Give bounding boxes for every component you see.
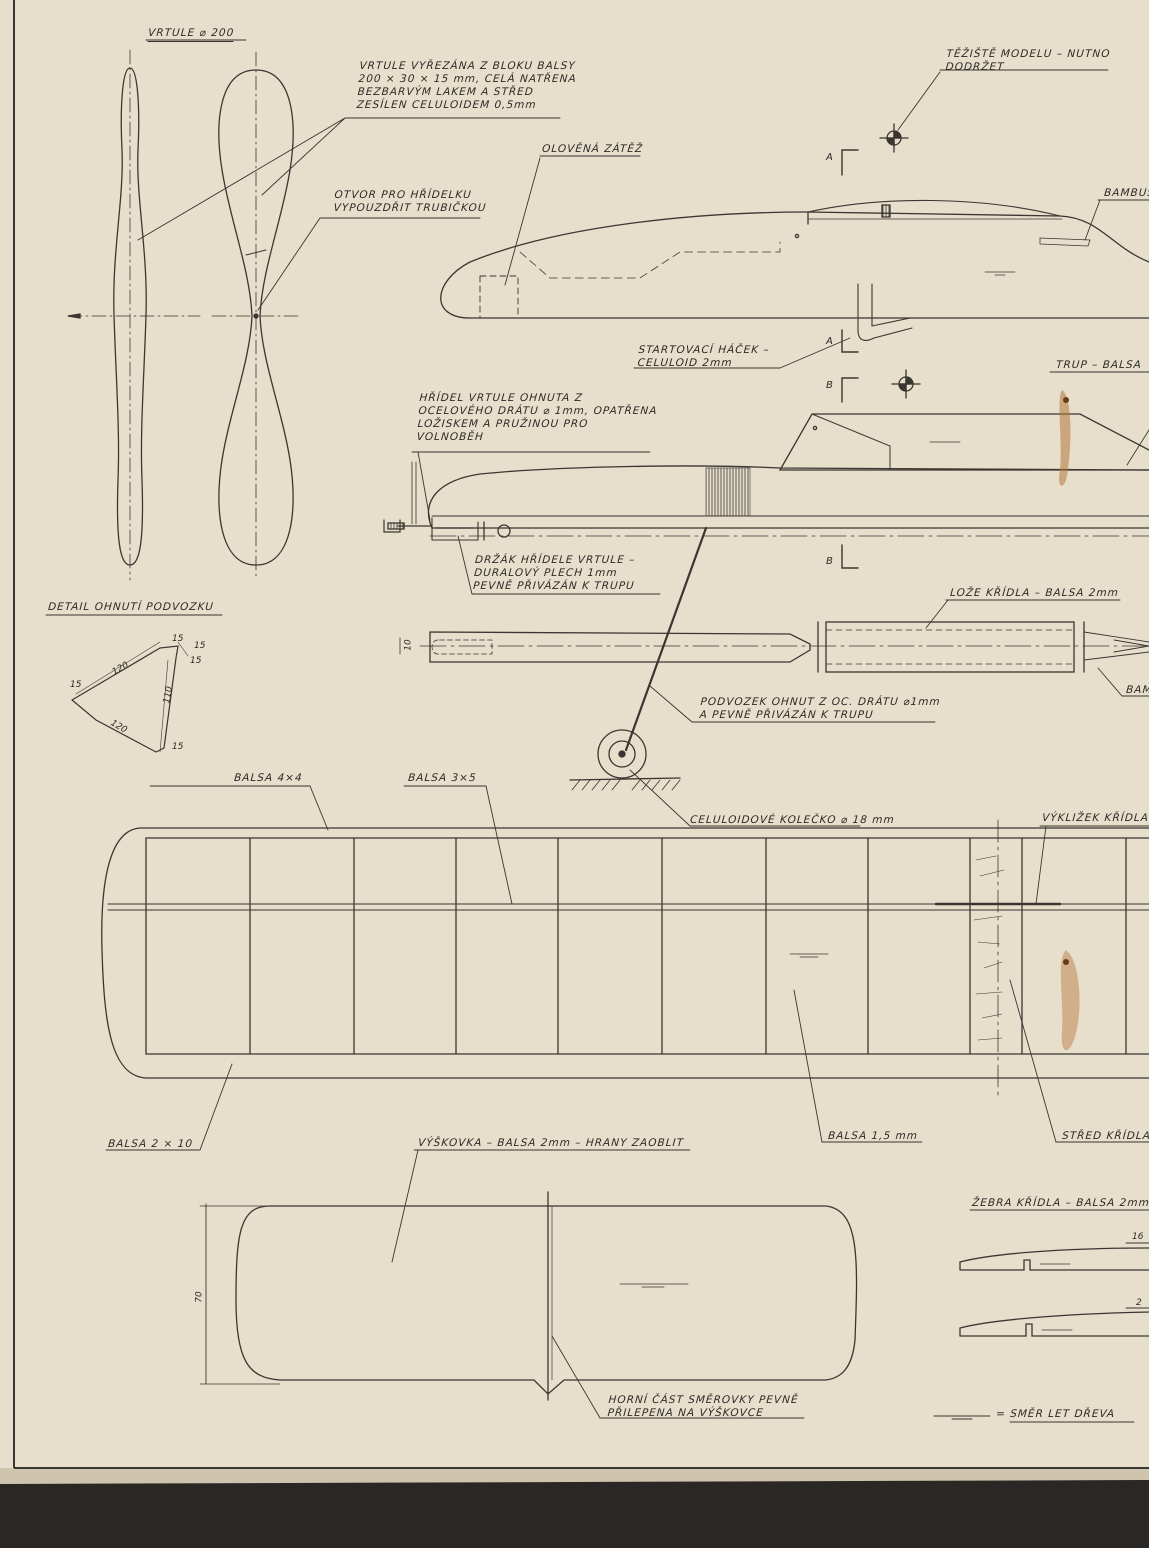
shaft-bracket-line: DURALOVÝ PLECH 1mm: [473, 567, 618, 579]
cg-symbol-top: [879, 123, 909, 153]
dimension-70: 70: [194, 1291, 205, 1303]
paper: [0, 0, 1149, 1490]
rib-dimension-16: 16: [1132, 1232, 1144, 1242]
gear-dimension: 15: [172, 742, 184, 752]
shaft-bracket-line: DRŽÁK HŘÍDELE VRTULE –: [474, 554, 636, 566]
wheel-label: CELULOIDOVÉ KOLEČKO ⌀ 18 mm: [689, 814, 896, 826]
prop-shaft-line: HŘÍDEL VRTULE OHNUTA Z: [418, 392, 584, 404]
tailplane: [199, 1191, 858, 1401]
wheel: [569, 729, 861, 827]
gear-dimension: 15: [194, 641, 206, 651]
dimension-10: 10: [403, 639, 414, 651]
section-b-top: B: [826, 380, 833, 391]
propeller-note-line: ZESÍLEN CELULOIDEM 0,5mm: [356, 99, 538, 111]
launch-hook-note: STARTOVACÍ HÁČEK – CELULOID 2mm: [637, 344, 770, 370]
prop-shaft-note: HŘÍDEL VRTULE OHNUTA Z OCELOVÉHO DRÁTU ⌀…: [416, 392, 659, 444]
cg-note: TĚŽIŠTĚ MODELU – NUTNO DODRŽET: [945, 48, 1111, 74]
grain-direction-label: = SMĚR LET DŘEVA: [995, 1408, 1116, 1420]
fin-note-line: HORNÍ ČÁST SMĚROVKY PEVNĚ: [608, 1394, 799, 1406]
propeller-note: VRTULE VYŘEZÁNA Z BLOKU BALSY 200 × 30 ×…: [356, 60, 578, 112]
paper-stains: [1059, 390, 1080, 1051]
shaft-bracket-line: PEVNĚ PŘIVÁZÁN K TRUPU: [472, 580, 636, 592]
landing-gear-line: A PEVNĚ PŘIVÁZÁN K TRUPU: [699, 709, 875, 721]
wing-mount-label: LOŽE KŘÍDLA – BALSA 2mm: [949, 587, 1120, 599]
wing-cutout-label: VÝKLIŽEK KŘÍDLA: [1041, 812, 1149, 824]
cg-symbol-bottom: [891, 369, 921, 399]
section-a-bottom: A: [826, 336, 833, 347]
rib-dimension-2: 2: [1136, 1298, 1142, 1308]
gear-bend-detail: [71, 641, 189, 753]
propeller-title: VRTULE ⌀ 200: [147, 27, 235, 42]
landing-gear-line: PODVOZEK OHNUT Z OC. DRÁTU ⌀1mm: [700, 696, 942, 708]
prop-shaft-line: VOLNOBĚH: [416, 431, 485, 443]
propeller-note-line: BEZBARVÝM LAKEM A STŘED: [357, 86, 535, 98]
gear-dimension: 15: [70, 680, 82, 690]
gear-dimension: 15: [172, 634, 184, 644]
balsa-4x4-label: BALSA 4×4: [233, 772, 304, 784]
section-b-bottom: B: [826, 556, 833, 567]
shaft-bracket-note: DRŽÁK HŘÍDELE VRTULE – DURALOVÝ PLECH 1m…: [473, 554, 637, 593]
shaft-hole-line: OTVOR PRO HŘÍDELKU: [334, 189, 473, 201]
section-a-top: A: [826, 152, 833, 163]
fuselage-side-view: [440, 199, 1149, 341]
wing-ribs-label: ŽEBRA KŘÍDLA – BALSA 2mm: [971, 1197, 1149, 1209]
gear-detail-title: DETAIL OHNUTÍ PODVOZKU: [47, 601, 215, 613]
fuselage-lower-view: [383, 413, 1149, 595]
fin-note-line: PŘILEPENA NA VÝŠKOVCE: [607, 1407, 765, 1419]
propeller-side-view: [67, 49, 201, 581]
wing-ribs: [959, 1242, 1149, 1337]
lead-ballast-label: OLOVĚNÁ ZÁTĚŽ: [541, 143, 644, 155]
balsa-2x10-label: BALSA 2 × 10: [107, 1138, 194, 1150]
launch-hook-line: STARTOVACÍ HÁČEK –: [638, 344, 771, 356]
balsa-3x5-label: BALSA 3×5: [407, 772, 478, 784]
fuselage-label: TRUP – BALSA: [1055, 359, 1143, 371]
fin-note: HORNÍ ČÁST SMĚROVKY PEVNĚ PŘILEPENA NA V…: [607, 1394, 799, 1420]
shaft-hole-note: OTVOR PRO HŘÍDELKU VYPOUZDŘIT TRUBIČKOU: [333, 189, 488, 215]
stabilizer-label: VÝŠKOVKA – BALSA 2mm – HRANY ZAOBLIT: [417, 1137, 685, 1149]
launch-hook-line: CELULOID 2mm: [637, 357, 733, 369]
landing-gear-leg: [624, 526, 708, 752]
wing-center-label: STŘED KŘÍDLA: [1061, 1130, 1149, 1142]
bamboo-label-top: BAMBUS: [1103, 187, 1149, 199]
fuselage-plan-view: [399, 599, 1149, 697]
shaft-hole-line: VYPOUZDŘIT TRUBIČKOU: [333, 202, 487, 214]
wing-plan-view: [101, 819, 1149, 1101]
propeller-front-view: [211, 51, 301, 581]
prop-shaft-line: OCELOVÉHO DRÁTU ⌀ 1mm, OPATŘENA: [418, 405, 658, 417]
landing-gear-note: PODVOZEK OHNUT Z OC. DRÁTU ⌀1mm A PEVNĚ …: [699, 696, 941, 722]
propeller-note-line: VRTULE VYŘEZÁNA Z BLOKU BALSY: [358, 60, 577, 72]
prop-shaft-line: LOŽISKEM A PRUŽINOU PRO: [417, 418, 589, 430]
propeller-note-line: 200 × 30 × 15 mm, CELÁ NATŘENA: [358, 73, 578, 85]
cg-note-line: DODRŽET: [945, 61, 1005, 73]
gear-dimension: 15: [190, 656, 202, 666]
balsa-1-5-label: BALSA 1,5 mm: [827, 1130, 919, 1142]
cg-note-line: TĚŽIŠTĚ MODELU – NUTNO: [946, 48, 1111, 60]
bamboo-label-mid: BAM: [1125, 684, 1149, 696]
